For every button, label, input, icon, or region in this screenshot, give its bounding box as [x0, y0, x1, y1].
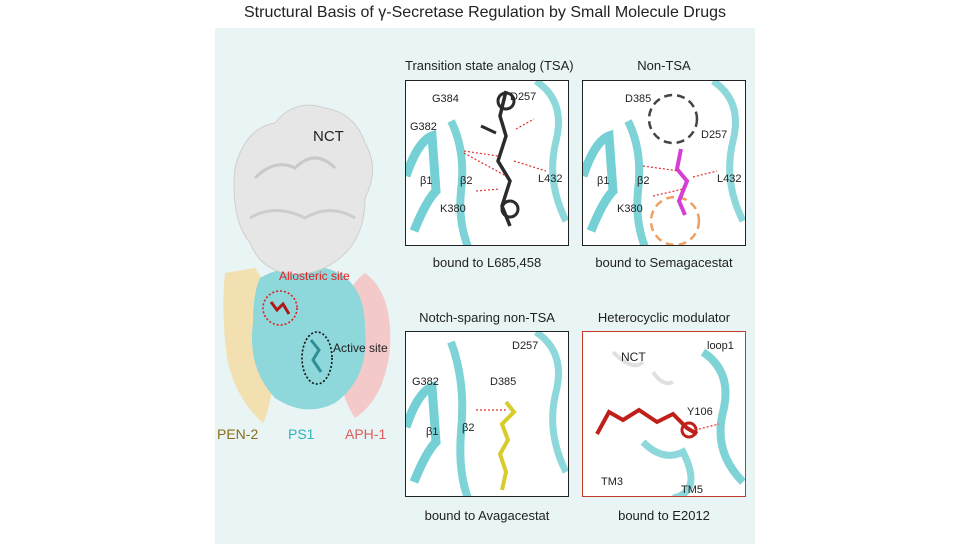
- loop1-label: loop1: [707, 340, 734, 352]
- strand-beta1: β1: [420, 175, 433, 187]
- residue-d385: D385: [490, 376, 517, 388]
- panel-non-tsa: D385 D257 L432 β1 β2 K380: [582, 80, 746, 246]
- residue-d257: D257: [701, 129, 728, 141]
- panel-caption-notch-sparing: bound to Avagacestat: [424, 508, 550, 523]
- residue-g382: G382: [412, 376, 439, 388]
- strand-beta1: β1: [597, 175, 610, 187]
- residue-k380: K380: [440, 203, 466, 215]
- panel-title-non-tsa: Non-TSA: [637, 58, 691, 73]
- panel-caption-heterocyclic: bound to E2012: [618, 508, 710, 523]
- panel-title-notch-sparing: Notch-sparing non-TSA: [419, 310, 555, 325]
- residue-g384: G384: [432, 93, 459, 105]
- panel-title-heterocyclic: Heterocyclic modulator: [597, 310, 731, 325]
- panel-title-tsa: Transition state analog (TSA): [405, 58, 574, 73]
- pen2-label: PEN-2: [217, 426, 259, 442]
- gamma-secretase-overview: NCT Allosteric site Active site PEN-2 PS…: [215, 28, 400, 544]
- heterocyclic-structure-illustration: [595, 348, 745, 496]
- active-site-label: Active site: [333, 341, 388, 355]
- figure-title: Structural Basis of γ-Secretase Regulati…: [244, 4, 726, 21]
- notch-sparing-structure-illustration: [406, 332, 568, 496]
- complex-surface-illustration: [223, 104, 391, 423]
- tm5-label: TM5: [681, 484, 703, 496]
- residue-d257: D257: [510, 91, 537, 103]
- nct-label: NCT: [313, 128, 344, 145]
- strand-beta2: β2: [460, 175, 473, 187]
- residue-l432: L432: [717, 173, 742, 185]
- strand-beta2: β2: [637, 175, 650, 187]
- residue-y106: Y106: [687, 406, 713, 418]
- strand-beta1: β1: [426, 426, 439, 438]
- strand-beta2: β2: [462, 422, 475, 434]
- tm3-label: TM3: [601, 476, 623, 488]
- residue-d257: D257: [512, 340, 539, 352]
- panel-caption-tsa: bound to L685,458: [432, 255, 542, 270]
- residue-l432: L432: [538, 173, 563, 185]
- residue-k380: K380: [617, 203, 643, 215]
- panel-caption-non-tsa: bound to Semagacestat: [595, 255, 733, 270]
- residue-g382: G382: [410, 121, 437, 133]
- non-tsa-structure-illustration: [583, 81, 745, 245]
- panel-heterocyclic-modulator: NCT loop1 Y106 TM3 TM5: [582, 331, 746, 497]
- aph1-label: APH-1: [345, 426, 387, 442]
- allosteric-site-label: Allosteric site: [279, 269, 350, 283]
- residue-d385: D385: [625, 93, 652, 105]
- nct-residue-label: NCT: [621, 350, 646, 364]
- panel-tsa: G384 D257 G382 L432 β1 β2 K380: [405, 80, 569, 246]
- panel-notch-sparing: D257 G382 D385 β1 β2: [405, 331, 569, 497]
- ps1-label: PS1: [288, 426, 315, 442]
- tsa-structure-illustration: [406, 81, 568, 245]
